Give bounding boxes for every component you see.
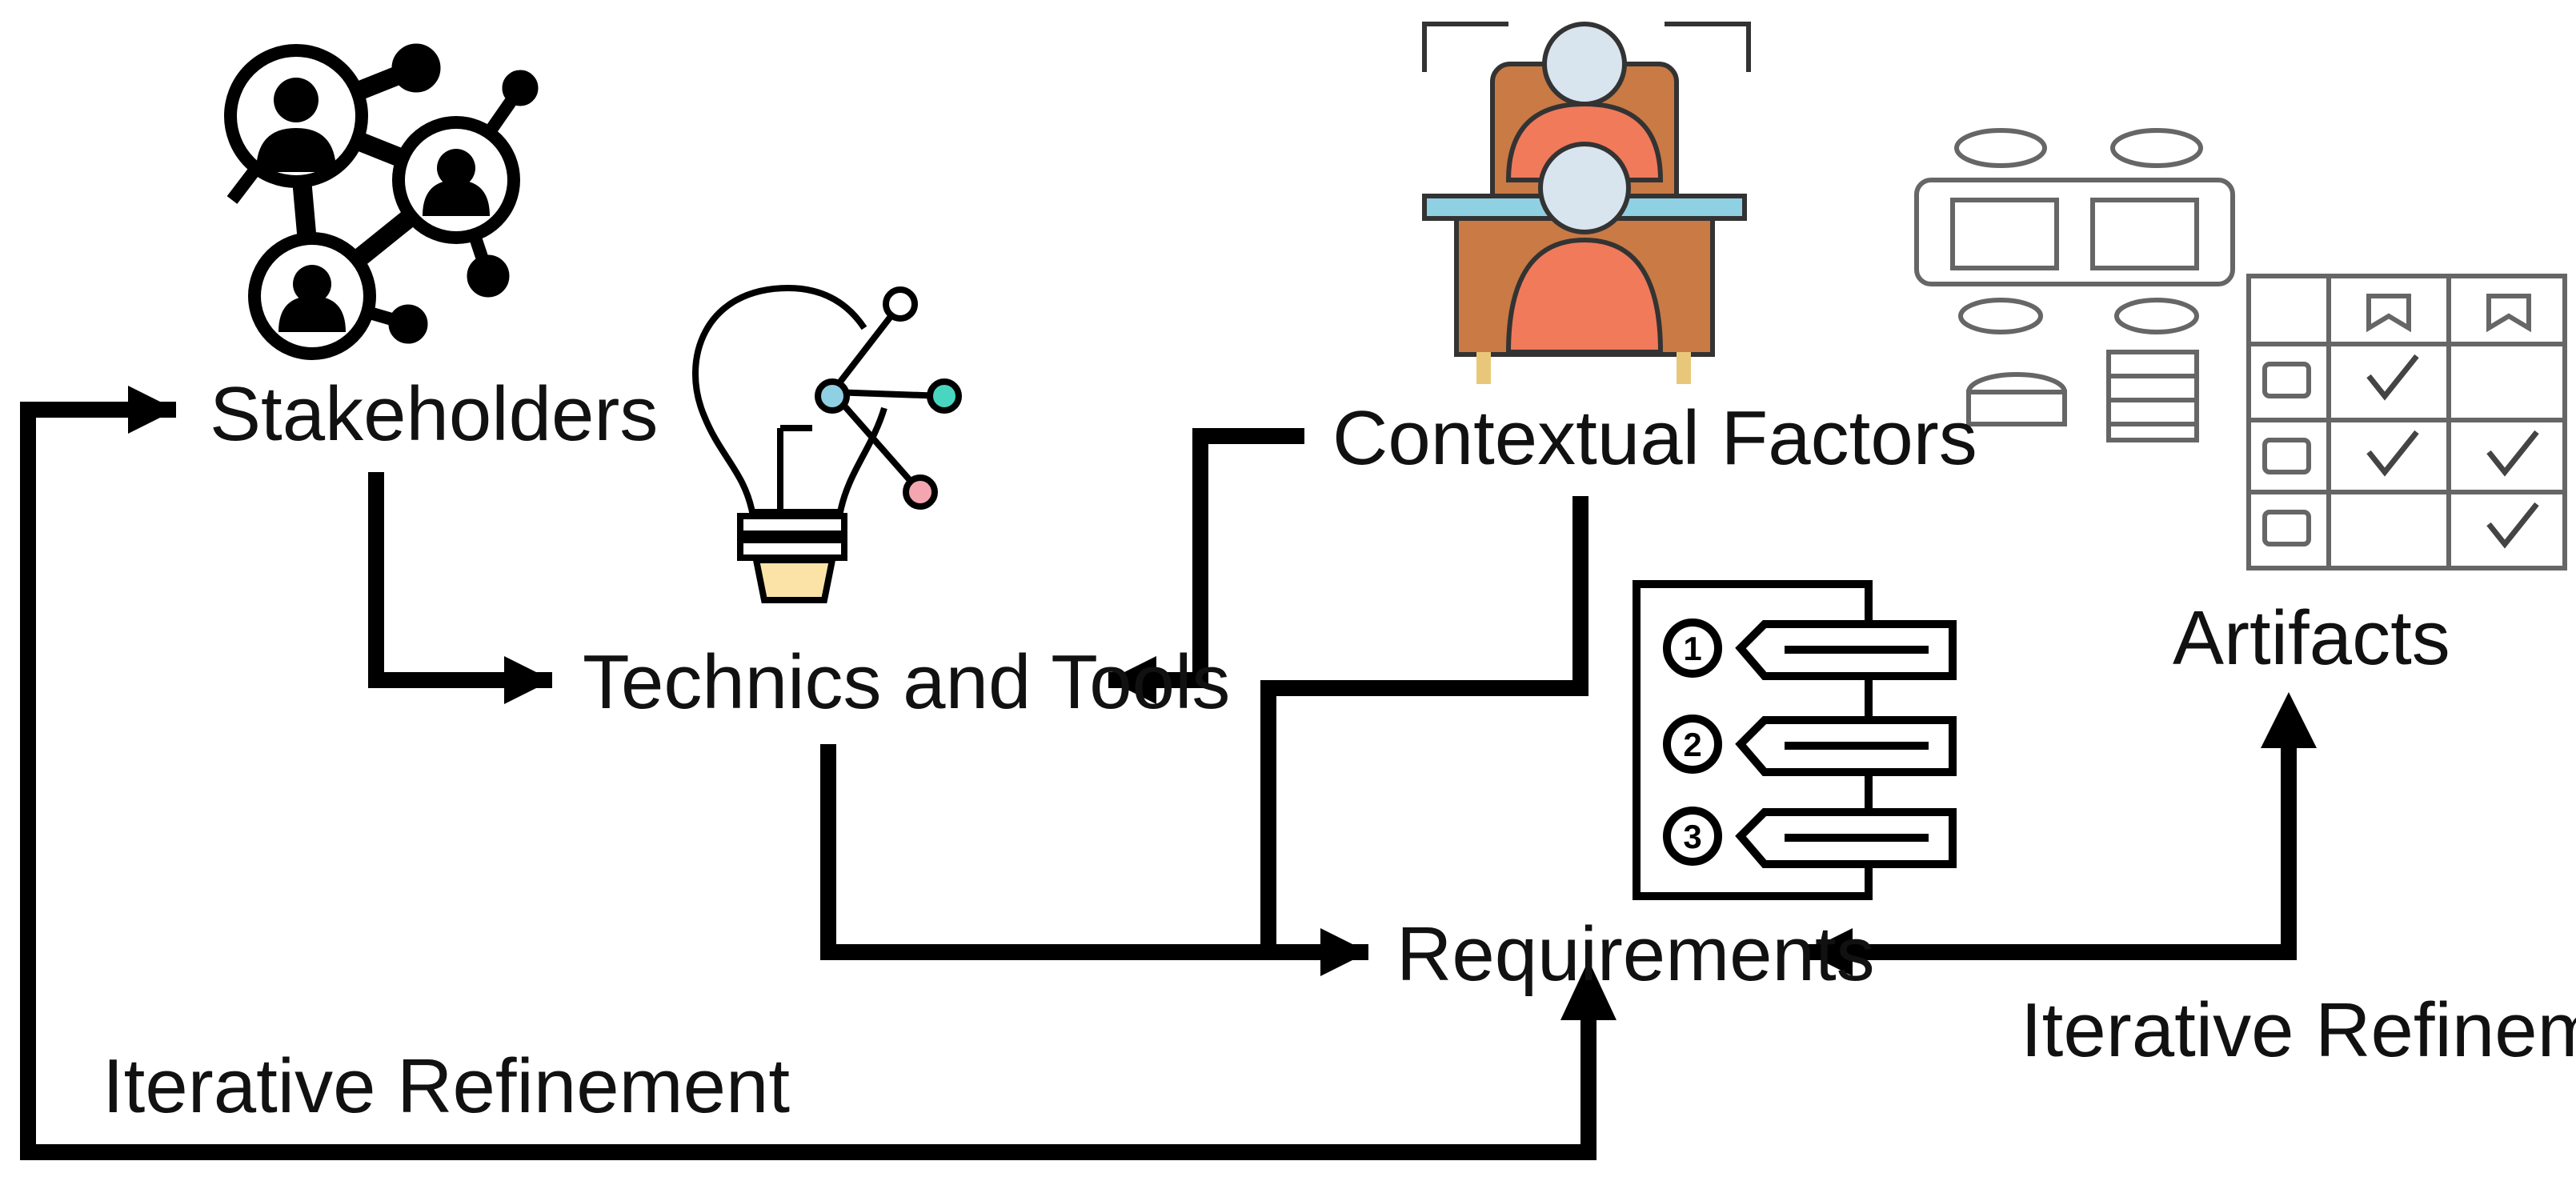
node-requirements: Requirements — [1396, 911, 1875, 997]
arrowhead-up-artifacts — [2261, 692, 2317, 748]
connectors — [20, 386, 2297, 1160]
node-artifacts: Artifacts — [2173, 595, 2450, 681]
meeting-icon — [1422, 22, 1751, 384]
svg-text:1: 1 — [1683, 630, 1701, 667]
node-context: Contextual Factors — [1332, 395, 1977, 481]
edge-context-to-techniques — [1108, 428, 1304, 704]
lightbulb-icon — [691, 285, 962, 603]
svg-text:2: 2 — [1683, 726, 1701, 763]
edge-label-refine-left: Iterative Refinement — [102, 1043, 790, 1129]
diagram-checklist-icon — [1914, 128, 2567, 570]
edge-stakeholders-to-techniques — [368, 472, 552, 704]
node-stakeholders: Stakeholders — [210, 371, 658, 457]
svg-text:3: 3 — [1683, 818, 1701, 855]
edge-label-refine-right: Iterative Refinement — [2021, 987, 2576, 1073]
edge-refine-right — [1805, 736, 2297, 976]
arrowhead-up-requirements — [1560, 960, 1617, 1020]
edge-context-to-requirements — [1260, 496, 1588, 952]
edge-refine-loop-left — [20, 386, 1596, 1160]
people-network-icon — [224, 43, 539, 360]
arrowheads — [1560, 692, 2317, 1020]
edge-techniques-to-requirements — [820, 744, 1368, 976]
node-techniques: Technics and Tools — [583, 639, 1230, 725]
numbered-list-icon: 1 2 3 — [1633, 580, 1957, 900]
